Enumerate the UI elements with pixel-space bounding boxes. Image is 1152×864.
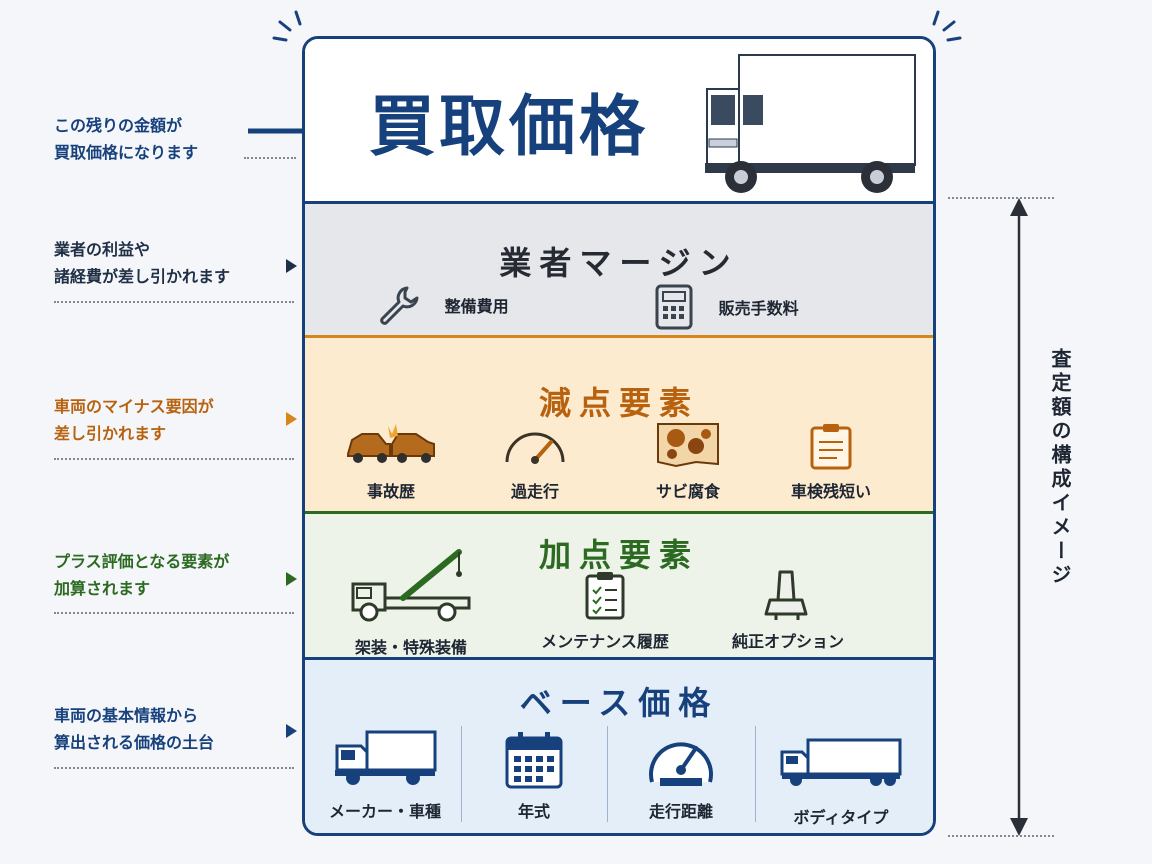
base-item-body-type: ボディタイプ [761, 738, 921, 828]
deduct-item-inspection: 車検残短い [769, 422, 893, 502]
calculator-icon [655, 284, 693, 330]
note-dots [54, 301, 294, 303]
spark-icon [272, 10, 302, 42]
note-base: 車両の基本情報から 算出される価格の土台 [54, 702, 294, 756]
deduct-item-rust: サビ腐食 [625, 422, 751, 502]
box-truck-icon [705, 54, 916, 193]
base-item-year: 年式 [465, 730, 603, 822]
pointer-triangle-icon [286, 724, 297, 738]
layer-price: 買取価格 [305, 39, 933, 201]
price-breakdown-frame: 買取価格 業者マージン 整備費用 [302, 36, 936, 836]
layer-deduct: 減点要素 事故歴 過走行 サビ腐 [305, 335, 933, 511]
note-line: 業者の利益や [54, 240, 151, 259]
note-line: 車両の基本情報から [54, 706, 199, 725]
note-dots [54, 767, 294, 769]
divider [755, 726, 756, 822]
note-line: 算出される価格の土台 [54, 733, 215, 752]
truck-icon [335, 730, 437, 785]
note-dots [54, 458, 294, 460]
rust-icon [657, 423, 719, 468]
note-plus: プラス評価となる要素が 加算されます [54, 548, 294, 602]
crane-truck-icon [351, 549, 471, 622]
item-label: メンテナンス履歴 [541, 632, 669, 651]
odometer-icon [649, 742, 713, 786]
layer-margin: 業者マージン 整備費用 販売手数料 [305, 201, 933, 335]
note-margin: 業者の利益や 諸経費が差し引かれます [54, 236, 294, 290]
item-label: 純正オプション [731, 632, 844, 651]
note-line: 買取価格になります [54, 143, 199, 162]
section-title: ベース価格 [519, 684, 719, 722]
clipboard-icon [810, 424, 852, 470]
divider [607, 726, 608, 822]
note-line: プラス評価となる要素が [54, 552, 230, 571]
item-label: 整備費用 [444, 297, 509, 316]
note-deduct: 車両のマイナス要因が 差し引かれます [54, 393, 294, 447]
wrench-icon [380, 286, 419, 325]
plus-item-options: 純正オプション [713, 570, 863, 652]
note-line: 差し引かれます [54, 424, 167, 443]
car-crash-icon [347, 424, 435, 463]
item-label: 事故歴 [366, 482, 415, 501]
car-seat-icon [764, 570, 808, 620]
note-line: 加算されます [54, 579, 151, 598]
note-dots [54, 612, 294, 614]
pointer-triangle-icon [286, 572, 297, 586]
note-dots [244, 157, 296, 159]
item-label: 年式 [517, 802, 550, 821]
item-label: 販売手数料 [718, 299, 799, 318]
base-item-maker: メーカー・車種 [313, 730, 457, 822]
item-label: 走行距離 [648, 802, 713, 821]
item-label: 過走行 [510, 482, 559, 501]
pointer-triangle-icon [286, 259, 297, 273]
section-title: 業者マージン [499, 244, 739, 282]
divider [461, 726, 462, 822]
note-line: この残りの金額が [54, 116, 183, 135]
item-label: 車検残短い [790, 482, 871, 501]
side-label: 査定額の構成イメージ [1048, 348, 1072, 588]
margin-item-maintenance: 整備費用 [377, 284, 547, 326]
pointer-triangle-icon [286, 412, 297, 426]
spark-icon [932, 10, 962, 42]
layer-plus: 加点要素 架装・特殊装備 [305, 511, 933, 657]
page-title: 買取価格 [369, 88, 649, 165]
item-label: 架装・特殊装備 [354, 638, 467, 657]
layer-base: ベース価格 メーカー・車種 [305, 657, 933, 833]
note-price: この残りの金額が 買取価格になります [54, 112, 294, 166]
plus-item-maintenance-history: メンテナンス履歴 [525, 570, 685, 652]
item-label: サビ腐食 [655, 482, 720, 501]
item-label: メーカー・車種 [328, 802, 441, 821]
section-title: 減点要素 [538, 384, 699, 422]
base-item-distance: 走行距離 [611, 730, 751, 822]
range-top-dots [948, 197, 1054, 199]
margin-item-commission: 販売手数料 [655, 284, 855, 330]
box-truck-icon [780, 738, 902, 786]
range-bottom-dots [948, 835, 1054, 837]
note-line: 車両のマイナス要因が [54, 397, 214, 416]
note-line: 諸経費が差し引かれます [54, 267, 231, 286]
calendar-icon [505, 732, 563, 789]
plus-item-equipment: 架装・特殊装備 [341, 546, 481, 658]
double-arrow-icon [1010, 198, 1028, 836]
speedometer-icon [505, 432, 565, 464]
section-title: 加点要素 [538, 536, 699, 574]
checklist-icon [585, 572, 625, 620]
deduct-item-mileage: 過走行 [479, 422, 591, 502]
item-label: ボディタイプ [793, 808, 889, 827]
deduct-item-accident: 事故歴 [327, 422, 455, 502]
